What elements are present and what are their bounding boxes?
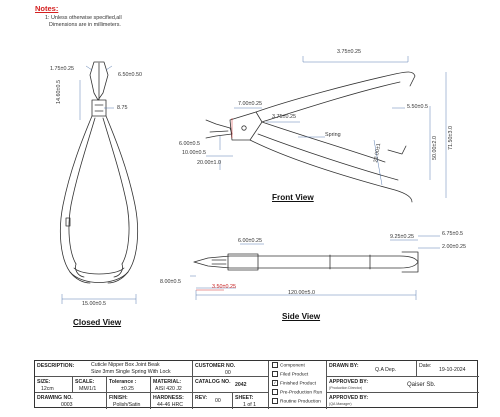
scale-label: SCALE: bbox=[75, 379, 95, 385]
dim-front-5: 6.00±0.5 bbox=[179, 141, 200, 147]
size-value: 12cm bbox=[41, 386, 54, 392]
note-line-2: Dimensions are in millimeters. bbox=[49, 22, 121, 28]
closed-view-label: Closed View bbox=[73, 318, 122, 327]
finish-value: Polish/Satin bbox=[113, 402, 141, 408]
option-filed-product: Filed Product bbox=[272, 370, 308, 377]
drawing-no-value: 0003 bbox=[61, 402, 73, 408]
checkbox-finished-product-checked: ✓ bbox=[272, 379, 278, 386]
dim-closed-2: 6.50±0.50 bbox=[118, 72, 142, 78]
approved-by-label-1: APPROVED BY: bbox=[329, 379, 369, 385]
size-cell: SIZE: 12cm bbox=[35, 377, 73, 393]
dim-front-7: 20.00±1.0 bbox=[197, 160, 221, 166]
hardness-cell: HARDNESS: 44-46 HRC bbox=[151, 393, 193, 409]
checkbox-pre-production-run bbox=[272, 388, 278, 395]
date-value: 19-10-2024 bbox=[439, 367, 466, 373]
side-view-label: Side View bbox=[282, 312, 321, 321]
description-line-2: Size 3mm Single Spring With Lock bbox=[91, 369, 171, 375]
checkbox-component bbox=[272, 361, 278, 368]
scale-cell: SCALE: MM/1/1 bbox=[73, 377, 107, 393]
date-label: Date: bbox=[419, 363, 432, 369]
dim-closed-1: 1.75±0.25 bbox=[50, 66, 74, 72]
catalog-no-label: CATALOG NO. bbox=[195, 379, 231, 385]
approved-by-qa-cell: APPROVED BY: (QA Manager) bbox=[327, 393, 479, 409]
finish-cell: FINISH: Polish/Satin bbox=[107, 393, 151, 409]
note-line-1: 1: Unless otherwise specified,all bbox=[45, 15, 122, 21]
option-component: Component bbox=[272, 361, 305, 368]
dim-front-8: Spring bbox=[325, 132, 341, 138]
option-finished-product: ✓Finished Product bbox=[272, 379, 316, 387]
hardness-label: HARDNESS: bbox=[153, 395, 184, 401]
product-stage-options: Component Filed Product ✓Finished Produc… bbox=[269, 361, 327, 409]
approved-by-value-1: Qaiser Sb. bbox=[407, 382, 436, 388]
drawing-no-label: DRAWING NO. bbox=[37, 395, 73, 401]
dim-side-7: 120.00±5.0 bbox=[288, 290, 315, 296]
dim-side-2: 9.25±0.25 bbox=[390, 234, 414, 240]
dimension-lines bbox=[61, 56, 447, 304]
title-block: DESCRIPTION: Cuticle Nipper Box Joint Be… bbox=[34, 360, 479, 409]
scale-value: MM/1/1 bbox=[79, 386, 97, 392]
checkbox-filed-product bbox=[272, 370, 278, 377]
customer-no-cell: CUSTOMER NO. 00 bbox=[193, 361, 269, 377]
drawing-no-cell: DRAWING NO. 0003 bbox=[35, 393, 107, 409]
dim-front-1: 3.75±0.25 bbox=[337, 49, 361, 55]
description-label: DESCRIPTION: bbox=[37, 363, 75, 369]
drawn-by-value: Q.A Dep. bbox=[375, 367, 397, 373]
description-line-1: Cuticle Nipper Box Joint Beak bbox=[91, 362, 160, 368]
material-value: AISI 420 J2 bbox=[155, 386, 182, 392]
dim-closed-5: 15.00±0.5 bbox=[82, 301, 106, 307]
dim-front-3: 3.75±0.25 bbox=[272, 114, 296, 120]
option-routine-production: Routine Production bbox=[272, 397, 321, 404]
catalog-no-cell: CATALOG NO. 2042 bbox=[193, 377, 269, 393]
tolerance-label: Tolerance : bbox=[109, 379, 137, 385]
dim-side-1: 6.00±0.25 bbox=[238, 238, 262, 244]
reference-lines-red bbox=[196, 118, 233, 291]
sheet-cell: SHEET: 1 of 1 bbox=[233, 393, 269, 409]
dim-front-4: 5.50±0.5 bbox=[407, 104, 428, 110]
rev-label: REV: bbox=[195, 395, 208, 401]
customer-no-label: CUSTOMER NO. bbox=[195, 363, 236, 369]
rev-cell: REV: 00 bbox=[193, 393, 233, 409]
tolerance-cell: Tolerance : ±0.25 bbox=[107, 377, 151, 393]
hardness-value: 44-46 HRC bbox=[157, 402, 183, 408]
description-cell: DESCRIPTION: Cuticle Nipper Box Joint Be… bbox=[35, 361, 193, 377]
option-pre-production-run: Pre-Production Run bbox=[272, 388, 322, 395]
material-cell: MATERIAL: AISI 420 J2 bbox=[151, 377, 193, 393]
side-view-nipper bbox=[193, 251, 419, 273]
sheet-label: SHEET: bbox=[235, 395, 254, 401]
rev-value: 00 bbox=[215, 398, 221, 404]
approved-by-role-2: (QA Manager) bbox=[329, 402, 352, 406]
sheet-value: 1 of 1 bbox=[243, 402, 256, 408]
drawn-by-cell: DRAWN BY: Q.A Dep. bbox=[327, 361, 417, 377]
catalog-no-value: 2042 bbox=[235, 382, 247, 388]
tolerance-value: ±0.25 bbox=[121, 386, 134, 392]
dim-front-10: 50.00±2.0 bbox=[432, 136, 438, 160]
size-label: SIZE: bbox=[37, 379, 51, 385]
checkbox-routine-production bbox=[272, 397, 278, 404]
drawn-by-label: DRAWN BY: bbox=[329, 363, 359, 369]
dim-side-6: 3.50±0.25 bbox=[212, 284, 236, 290]
customer-no-value: 00 bbox=[225, 370, 231, 376]
dim-front-11: 71.50±3.0 bbox=[448, 126, 454, 150]
dim-side-3: 6.75±0.5 bbox=[442, 231, 463, 237]
dim-front-6: 10.00±0.5 bbox=[182, 150, 206, 156]
front-view-label: Front View bbox=[272, 193, 314, 202]
closed-view-nipper bbox=[59, 61, 139, 284]
dim-side-5: 8.00±0.5 bbox=[160, 279, 181, 285]
dim-side-4: 2.00±0.25 bbox=[442, 244, 466, 250]
notes-title: Notes: bbox=[35, 4, 59, 13]
finish-label: FINISH: bbox=[109, 395, 128, 401]
dim-closed-3: 14.60±0.5 bbox=[56, 80, 62, 104]
front-view-nipper bbox=[205, 71, 416, 203]
approved-by-director-cell: APPROVED BY: (Production Director) Qaise… bbox=[327, 377, 479, 393]
date-cell: Date: 19-10-2024 bbox=[417, 361, 479, 377]
approved-by-role-1: (Production Director) bbox=[329, 386, 363, 390]
dim-closed-4: 8.75 bbox=[117, 105, 128, 111]
dim-front-2: 7.00±0.25 bbox=[238, 101, 262, 107]
approved-by-label-2: APPROVED BY: bbox=[329, 395, 369, 401]
material-label: MATERIAL: bbox=[153, 379, 182, 385]
